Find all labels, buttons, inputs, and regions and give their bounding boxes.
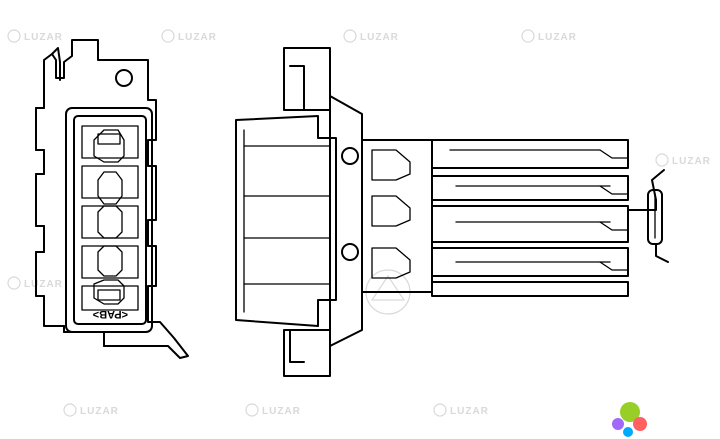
watermark-text: LUZAR [24,32,63,43]
avito-dots-icon [612,402,647,437]
latch-clip [35,251,45,297]
plate-hole [341,243,359,261]
thermal-fuse [627,169,669,263]
terminal-pins [93,129,125,305]
watermark-item: LUZAR [245,403,301,417]
terminal-clamp-step [371,149,411,181]
top-hook [51,47,61,81]
part-marking: <PAB> [93,308,128,320]
watermark-item: LUZAR [161,29,217,43]
watermark-item: LUZAR [433,403,489,417]
mounting-plate [329,95,363,347]
watermark-text: LUZAR [80,406,119,417]
watermark-text: LUZAR [672,156,711,167]
avito-badge: Avito [612,402,712,437]
top-bracket-notch [289,65,305,111]
watermark-item: LUZAR [63,403,119,417]
top-bracket [283,47,331,111]
watermark-item: LUZAR [7,29,63,43]
watermark-layer: LUZAR LUZAR LUZAR LUZAR LUZAR LUZAR LUZA… [7,29,711,417]
plate-hole [341,147,359,165]
watermark-item: LUZAR [343,29,399,43]
terminal-clamp-step [371,247,411,279]
watermark-item: LUZAR [7,276,63,290]
mounting-hole [115,69,133,87]
watermark-text: LUZAR [178,32,217,43]
bottom-bracket-notch [289,329,305,363]
watermark-text: LUZAR [538,32,577,43]
avito-text: Avito [648,404,712,434]
latch-clip [35,107,45,151]
terminal-clamp-step [371,195,411,227]
watermark-item: LUZAR [655,153,711,167]
watermark-text: LUZAR [450,406,489,417]
bottom-bracket [283,329,331,377]
watermark-item: LUZAR [521,29,577,43]
flange-body [235,115,337,327]
terminal-slots [81,125,139,311]
watermark-text: LUZAR [24,279,63,290]
latch-clip [35,173,45,227]
heatsink [431,139,629,297]
side-view [235,47,669,377]
watermark-text: LUZAR [360,32,399,43]
front-view: <PAB> [35,39,189,359]
connector-frame [65,107,153,333]
connector-inner-frame [73,115,147,325]
watermark-text: LUZAR [262,406,301,417]
